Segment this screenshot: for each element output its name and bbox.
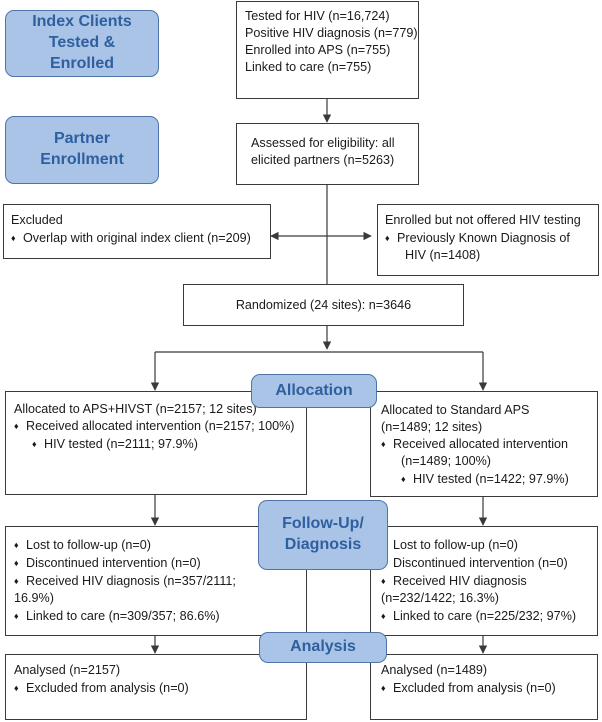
excluded-box: Excluded Overlap with original index cli…: [3, 204, 271, 259]
alloc-right-item-cont: (n=1489; 100%): [401, 454, 491, 468]
not-offered-item-cont: HIV (n=1408): [405, 248, 481, 262]
alloc-left-item: Received allocated intervention (n=2157;…: [14, 418, 295, 435]
alloc-right-item-text: Received allocated intervention: [393, 437, 569, 451]
alloc-left-title: Allocated to APS+HIVST (n=2157; 12 sites…: [14, 402, 257, 416]
excluded-title: Excluded: [11, 213, 63, 227]
analysis-right-box: Analysed (n=1489) Excluded from analysis…: [370, 654, 598, 720]
follow-left-diagnosis-cont: 16.9%): [14, 591, 54, 605]
stage-label-allocation: Allocation: [251, 374, 377, 408]
eligibility-line-1: Assessed for eligibility: all: [251, 136, 395, 150]
follow-left-lost: Lost to follow-up (n=0): [14, 537, 151, 554]
not-offered-title: Enrolled but not offered HIV testing: [385, 213, 581, 227]
analysis-left-analysed: Analysed (n=2157): [14, 663, 121, 677]
alloc-right-title-1: Allocated to Standard APS: [381, 403, 530, 417]
stage-label-analysis: Analysis: [259, 632, 387, 663]
follow-right-diagnosis: Received HIV diagnosis: [381, 573, 527, 590]
alloc-right-item: Received allocated intervention: [381, 436, 568, 453]
index-tested: Tested for HIV (n=16,724): [245, 9, 390, 23]
excluded-item-text: Overlap with original index client (n=20…: [23, 231, 251, 245]
follow-left-linked-text: Linked to care (n=309/357; 86.6%): [26, 609, 220, 623]
stage-label-text: Allocation: [275, 381, 353, 399]
excluded-item: Overlap with original index client (n=20…: [11, 230, 251, 247]
index-clients-box: Tested for HIV (n=16,724) Positive HIV d…: [236, 1, 419, 99]
analysis-right-excluded-text: Excluded from analysis (n=0): [393, 681, 556, 695]
analysis-left-excluded-text: Excluded from analysis (n=0): [26, 681, 189, 695]
not-offered-testing-box: Enrolled but not offered HIV testing Pre…: [377, 204, 599, 276]
follow-right-discontinued-text: Discontinued intervention (n=0): [393, 556, 568, 570]
index-positive: Positive HIV diagnosis (n=779): [245, 26, 418, 40]
allocation-right-box: Allocated to Standard APS (n=1489; 12 si…: [370, 391, 598, 497]
stage-label-text: Partner Enrollment: [40, 130, 124, 168]
alloc-right-sub-text: HIV tested (n=1422; 97.9%): [413, 472, 569, 486]
randomized-text: Randomized (24 sites): n=3646: [235, 298, 412, 312]
follow-left-linked: Linked to care (n=309/357; 86.6%): [14, 608, 220, 625]
alloc-left-sub-text: HIV tested (n=2111; 97.9%): [44, 437, 198, 451]
stage-label-text: Index Clients Tested & Enrolled: [32, 13, 132, 72]
stage-label-follow-up-diagnosis: Follow-Up/ Diagnosis: [258, 500, 388, 570]
follow-right-lost: Lost to follow-up (n=0): [381, 537, 518, 554]
follow-right-linked: Linked to care (n=225/232; 97%): [381, 608, 576, 625]
alloc-right-sub: HIV tested (n=1422; 97.9%): [401, 471, 569, 488]
follow-left-diagnosis: Received HIV diagnosis (n=357/2111;: [14, 573, 236, 590]
follow-right-diagnosis-text: Received HIV diagnosis: [393, 574, 527, 588]
follow-left-diagnosis-text: Received HIV diagnosis (n=357/2111;: [26, 574, 236, 588]
alloc-left-item-text: Received allocated intervention (n=2157;…: [26, 419, 295, 433]
stage-label-index-clients: Index Clients Tested & Enrolled: [5, 10, 159, 77]
analysis-left-box: Analysed (n=2157) Excluded from analysis…: [5, 654, 307, 720]
follow-right-lost-text: Lost to follow-up (n=0): [393, 538, 518, 552]
not-offered-item-text: Previously Known Diagnosis of: [397, 231, 570, 245]
analysis-right-analysed: Analysed (n=1489): [381, 663, 488, 677]
alloc-right-title-2: (n=1489; 12 sites): [381, 420, 483, 434]
analysis-left-excluded: Excluded from analysis (n=0): [14, 680, 189, 697]
randomized-box: Randomized (24 sites): n=3646: [183, 284, 464, 326]
eligibility-line-2: elicited partners (n=5263): [251, 153, 395, 167]
follow-left-discontinued-text: Discontinued intervention (n=0): [26, 556, 201, 570]
allocation-left-box: Allocated to APS+HIVST (n=2157; 12 sites…: [5, 391, 307, 495]
stage-label-text: Analysis: [290, 638, 356, 656]
not-offered-item: Previously Known Diagnosis of: [385, 230, 570, 247]
follow-left-lost-text: Lost to follow-up (n=0): [26, 538, 151, 552]
alloc-left-sub: HIV tested (n=2111; 97.9%): [32, 436, 198, 453]
eligibility-box: Assessed for eligibility: all elicited p…: [236, 123, 419, 185]
follow-left-discontinued: Discontinued intervention (n=0): [14, 555, 201, 572]
stage-label-text: Follow-Up/ Diagnosis: [282, 515, 364, 553]
stage-label-partner-enrollment: Partner Enrollment: [5, 116, 159, 184]
index-enrolled: Enrolled into APS (n=755): [245, 43, 391, 57]
follow-right-discontinued: Discontinued intervention (n=0): [381, 555, 568, 572]
analysis-right-excluded: Excluded from analysis (n=0): [381, 680, 556, 697]
follow-right-linked-text: Linked to care (n=225/232; 97%): [393, 609, 577, 623]
followup-right-box: Lost to follow-up (n=0) Discontinued int…: [370, 526, 598, 636]
followup-left-box: Lost to follow-up (n=0) Discontinued int…: [5, 526, 307, 636]
index-linked: Linked to care (n=755): [245, 60, 372, 74]
follow-right-diagnosis-cont: (n=232/1422; 16.3%): [381, 591, 499, 605]
